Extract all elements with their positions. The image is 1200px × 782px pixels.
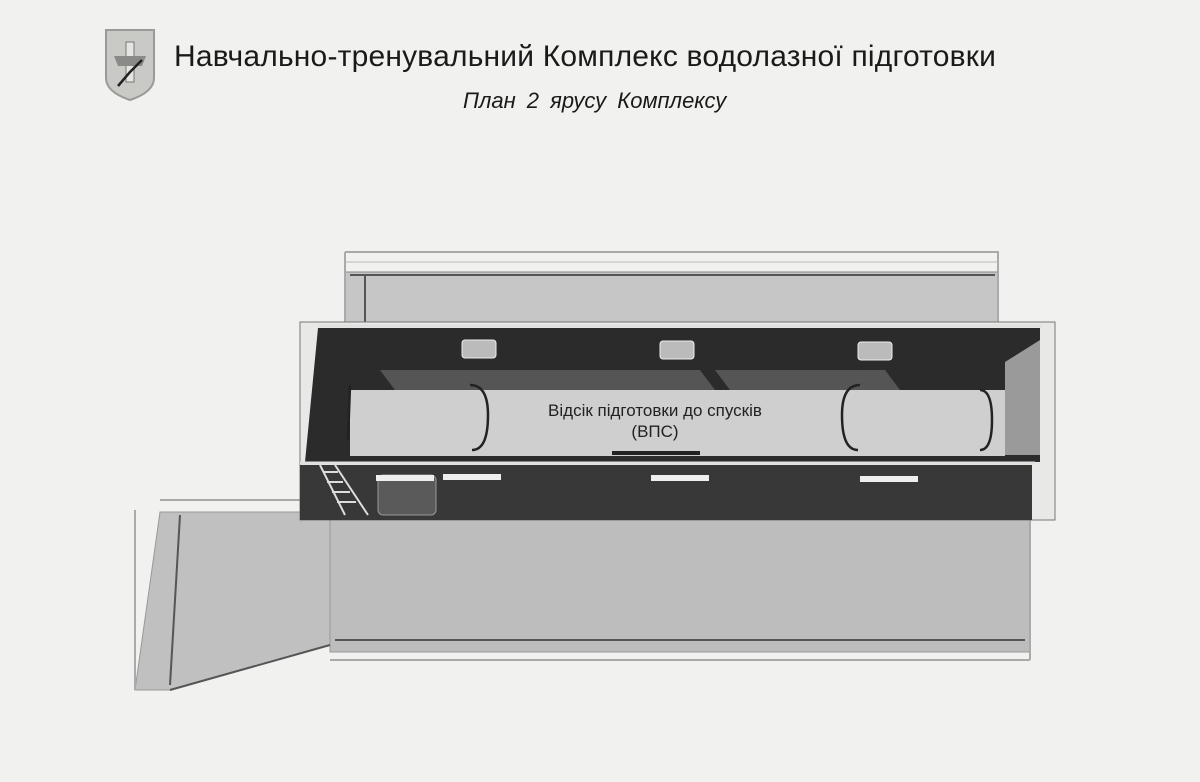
compartment-label: Відсік підготовки до спусків (ВПС) bbox=[520, 400, 790, 442]
page-subtitle: План 2 ярусу Комплексу bbox=[463, 88, 727, 113]
shield-emblem-icon bbox=[105, 29, 155, 102]
compartment-name: Відсік підготовки до спусків bbox=[548, 401, 762, 420]
page-title: Навчально-тренувальний Комплекс водолазн… bbox=[174, 40, 997, 73]
compartment-vps bbox=[299, 321, 1056, 521]
back-deck bbox=[344, 251, 999, 326]
compartment-abbrev: (ВПС) bbox=[631, 422, 679, 441]
lower-deck bbox=[134, 499, 1031, 691]
